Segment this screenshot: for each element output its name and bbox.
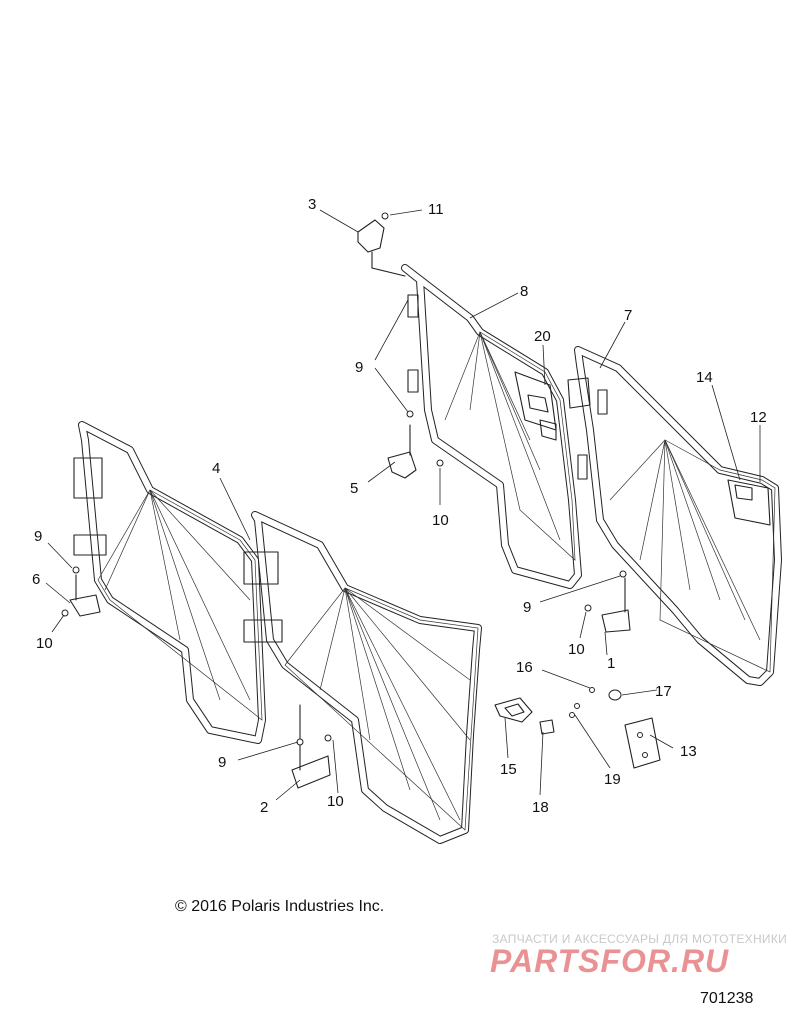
callout-9-lower: 9 [218,754,226,771]
callout-15: 15 [500,761,517,778]
callout-numbers: 3 11 8 20 7 9 14 12 4 5 10 9 6 10 9 10 1… [32,196,767,816]
copyright-notice: © 2016 Polaris Industries Inc. [175,898,385,915]
callout-19: 19 [604,771,621,788]
striker-13 [624,717,661,769]
hinge-bracket-6 [61,566,101,617]
callout-6: 6 [32,571,40,588]
callout-1: 1 [607,655,615,672]
callout-9-upper: 9 [355,359,363,376]
hinge-bracket-3 [357,212,406,277]
door-frame-8 [401,264,582,589]
callout-12: 12 [750,409,767,426]
leader-lines [45,209,761,801]
drawing-number: 701238 [700,990,754,1007]
hinge-bracket-5 [387,410,444,479]
door-panel-4-front [243,511,482,844]
callout-9-left: 9 [34,528,42,545]
callout-4: 4 [212,460,220,477]
hinge-bracket-2 [291,704,332,789]
watermark-tagline: ЗАПЧАСТИ И АКСЕССУАРЫ ДЛЯ МОТОТЕХНИКИ [492,932,788,946]
callout-3: 3 [308,196,316,213]
callout-18: 18 [532,799,549,816]
callout-5: 5 [350,480,358,497]
small-hardware [539,687,622,735]
callout-17: 17 [655,683,672,700]
callout-16: 16 [516,659,533,676]
watermark-logo: PARTSFOR.RU [490,943,729,979]
callout-10-upper: 10 [432,512,449,529]
callout-10-lower: 10 [327,793,344,810]
callout-2: 2 [260,799,268,816]
callout-10-left: 10 [36,635,53,652]
hinge-bracket-1 [584,570,631,633]
callout-8: 8 [520,283,528,300]
callout-10-right: 10 [568,641,585,658]
callout-14: 14 [696,369,713,386]
callout-9-right: 9 [523,599,531,616]
callout-13: 13 [680,743,697,760]
callout-20: 20 [534,328,551,345]
callout-11: 11 [428,201,444,218]
callout-7: 7 [624,307,632,324]
door-panel-4-rear [73,421,266,744]
svg-text:PARTSFOR.RU: PARTSFOR.RU [490,943,729,979]
door-frame-7 [567,346,782,686]
latch-15 [494,697,533,723]
